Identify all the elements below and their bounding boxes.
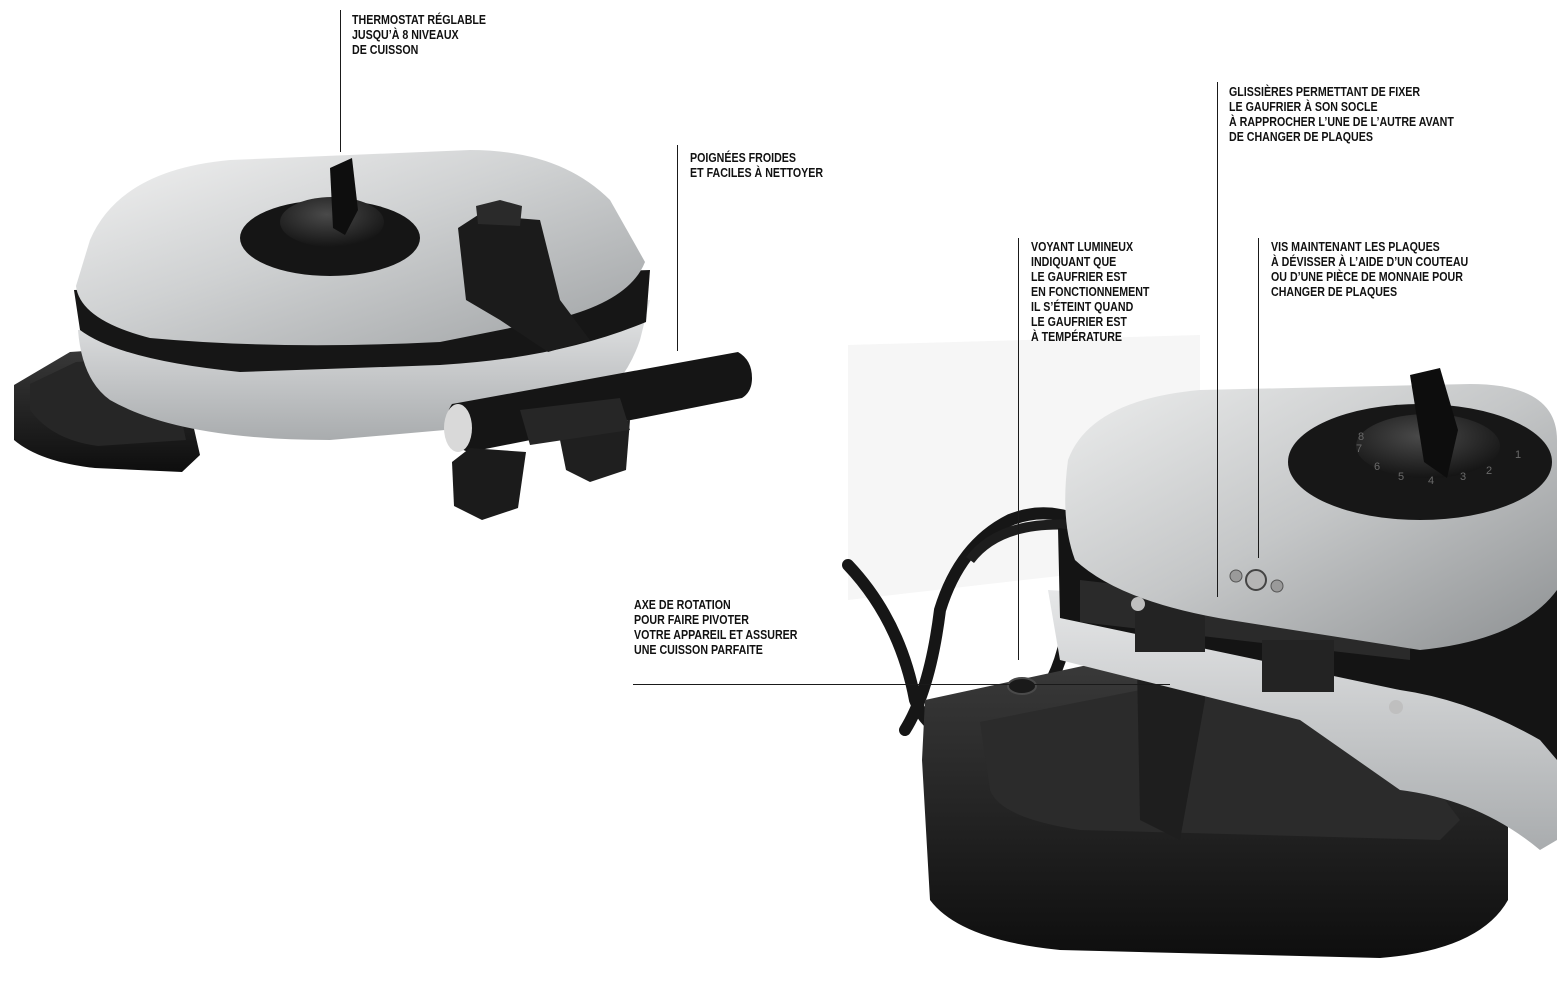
callout-thermostat-line: JUSQU’À 8 NIVEAUX [352,27,459,42]
callout-screws: VIS MAINTENANT LES PLAQUES À DÉVISSER À … [1271,239,1468,299]
callout-rails-line: GLISSIÈRES PERMETTANT DE FIXER [1229,84,1421,99]
callout-screws-line: À DÉVISSER À L’AIDE D’UN COUTEAU [1271,254,1469,269]
callout-rails-line: À RAPPROCHER L’UNE DE L’AUTRE AVANT [1229,114,1454,129]
callout-indicator-line: VOYANT LUMINEUX [1031,239,1134,254]
screw-left [1229,569,1243,583]
screw-center [1245,569,1267,591]
callout-screws-line: VIS MAINTENANT LES PLAQUES [1271,239,1440,254]
left-handle-bracket [458,215,590,352]
callout-indicator-line: IL S’ÉTEINT QUAND [1031,299,1134,314]
callout-indicator-line: LE GAUFRIER EST [1031,314,1127,329]
left-thermostat-knob-fin [330,158,358,235]
leader-line-indicator [1018,238,1020,660]
left-support-rail [520,398,630,445]
detail-pin-right [1389,700,1403,714]
callout-indicator-line: LE GAUFRIER EST [1031,269,1127,284]
callout-rails: GLISSIÈRES PERMETTANT DE FIXER LE GAUFRI… [1229,84,1454,144]
leader-line-rotation-axis [633,684,1170,686]
callout-rotation-line: AXE DE ROTATION [634,597,731,612]
callout-screws-line: CHANGER DE PLAQUES [1271,284,1398,299]
callout-rotation-line: UNE CUISSON PARFAITE [634,642,763,657]
callout-rotation-line: POUR FAIRE PIVOTER [634,612,749,627]
detail-thermostat-knob-fin [1410,368,1458,478]
indicator-light [1007,677,1037,695]
leader-line-rails [1217,82,1219,597]
callout-handles-line: ET FACILES À NETTOYER [690,165,824,180]
left-handle-cap [444,404,472,452]
dial-number: 3 [1460,471,1466,483]
callout-indicator-line: INDIQUANT QUE [1031,254,1117,269]
dial-number-ring: 1 2 3 4 5 6 7 8 [1356,431,1521,487]
callout-handles-line: POIGNÉES FROIDES [690,150,797,165]
waffle-maker-detail [842,335,1557,958]
callout-handles: POIGNÉES FROIDES ET FACILES À NETTOYER [690,150,823,180]
waffle-maker-overview [14,150,752,520]
left-support-foot-front [452,448,526,520]
callout-thermostat-line: THERMOSTAT RÉGLABLE [352,12,487,27]
callout-rails-line: LE GAUFRIER À SON SOCLE [1229,99,1378,114]
callout-thermostat-line: DE CUISSON [352,42,419,57]
left-handle-tab [476,200,522,226]
dial-number: 7 [1356,443,1362,455]
dial-number: 8 [1358,431,1364,443]
callout-screws-line: OU D’UNE PIÈCE DE MONNAIE POUR [1271,269,1463,284]
dial-number: 2 [1486,465,1492,477]
callout-thermostat: THERMOSTAT RÉGLABLE JUSQU’À 8 NIVEAUX DE… [352,12,486,57]
leader-line-thermostat [340,10,342,152]
detail-clamp-right [1262,640,1334,692]
dial-number: 1 [1515,449,1521,461]
screw-right [1270,579,1284,593]
leader-line-screws [1258,238,1260,558]
callout-rails-line: DE CHANGER DE PLAQUES [1229,129,1373,144]
callout-rotation-axis: AXE DE ROTATION POUR FAIRE PIVOTER VOTRE… [634,597,797,657]
callout-indicator-line: À TEMPÉRATURE [1031,329,1123,344]
callout-indicator-line: EN FONCTIONNEMENT [1031,284,1150,299]
callout-indicator-light: VOYANT LUMINEUX INDIQUANT QUE LE GAUFRIE… [1031,239,1149,344]
callout-rotation-line: VOTRE APPAREIL ET ASSURER [634,627,798,642]
dial-number: 6 [1374,461,1380,473]
dial-number: 4 [1428,475,1434,487]
dial-number: 5 [1398,471,1404,483]
left-thermostat-knob-base [280,197,384,247]
leader-line-handles [677,145,679,351]
detail-pin-left [1131,597,1145,611]
